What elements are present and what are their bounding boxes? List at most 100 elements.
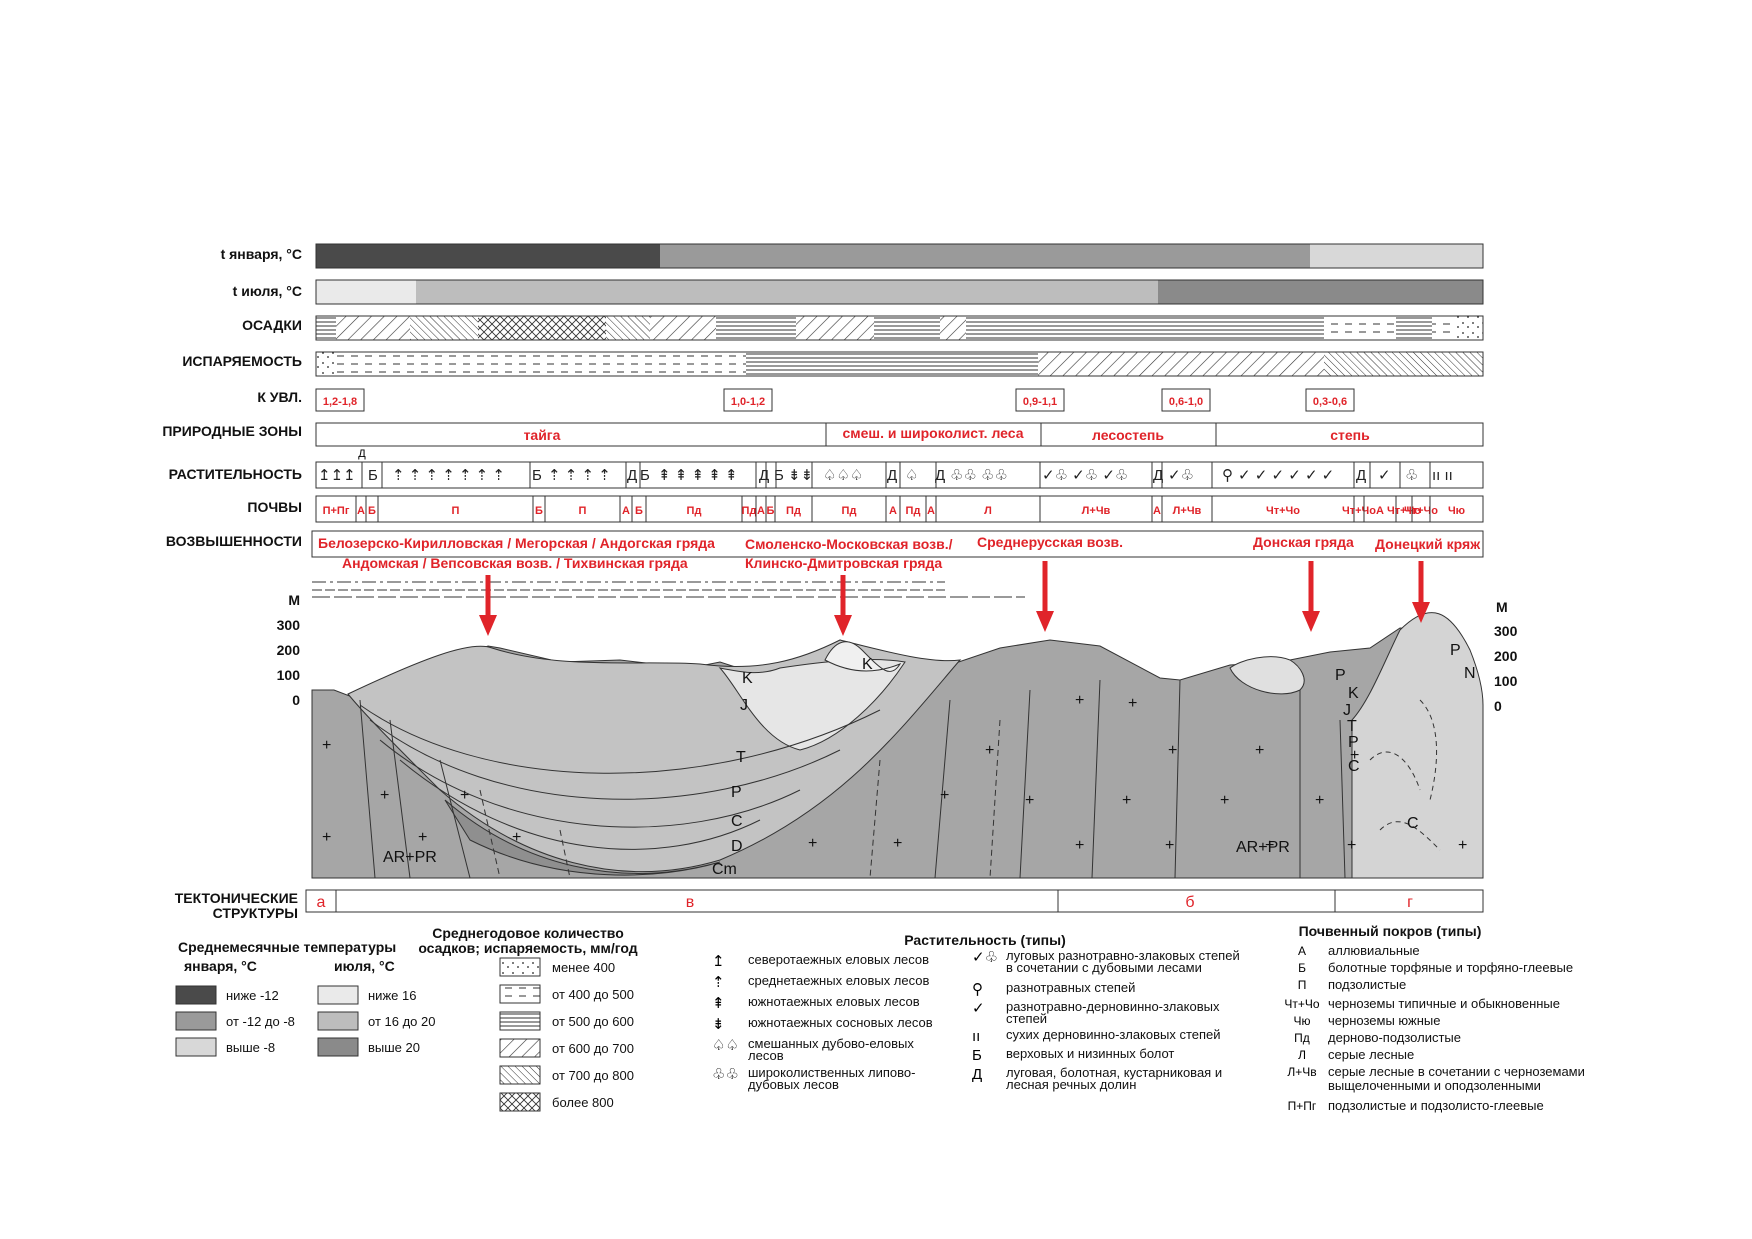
veg-glyph: ↥↥↥ (318, 467, 356, 484)
geology-label: T (736, 749, 746, 766)
plus-mark: + (808, 835, 817, 852)
veg-glyph: ⇡ ⇡ ⇡ ⇡ (548, 467, 611, 484)
legend-jan-swatch (175, 1037, 217, 1057)
k-value-4: 0,6-1,0 (1169, 396, 1203, 408)
legend-veg-icon: Б (972, 1047, 982, 1064)
axis-tick-right-100: 100 (1494, 673, 1518, 689)
soil-label: П (579, 505, 587, 517)
jan-frame (315, 243, 1484, 269)
legend-veg-icon: ⇟ (712, 1016, 725, 1033)
legend-soil-label: выщелоченными и оподзоленными (1328, 1078, 1541, 1093)
basin-core-jurassic (718, 659, 906, 751)
k-value-2: 1,0-1,2 (731, 396, 765, 408)
plus-mark: + (1122, 792, 1131, 809)
legend-jul-label: ниже 16 (368, 988, 416, 1003)
legend-temp-title: Среднемесячные температуры (178, 939, 396, 955)
soil-label: Б (767, 505, 775, 517)
soil-label: Пд (842, 505, 857, 517)
geology-label: K (1348, 685, 1359, 702)
geology-label: N (1464, 665, 1476, 682)
legend-jul-label: от 16 до 20 (368, 1014, 435, 1029)
arrow-2 (834, 575, 852, 636)
plus-mark: + (1347, 837, 1356, 854)
geology-label: C (1407, 815, 1419, 832)
veg-glyph: ♧ (1405, 467, 1418, 484)
legend-veg-icon: ✓ (972, 1000, 985, 1017)
soil-label: А (757, 505, 765, 517)
legend-soil-label: серые лесные (1328, 1047, 1414, 1062)
legend-veg-icon: ⚲ (972, 981, 983, 998)
tectonic-row: а в б г (305, 889, 1484, 913)
legend-soil-code: А (1298, 944, 1306, 958)
soil-label: Пд (742, 505, 757, 517)
soil-label: А (927, 505, 935, 517)
upland-4: Донская гряда (1253, 534, 1354, 550)
cretaceous-cap (824, 641, 902, 672)
legend-veg-label: среднетаежных еловых лесов (748, 973, 930, 988)
veg-glyph: ✓♧ (1168, 467, 1194, 484)
legend-soil-code: П+Пг (1288, 1099, 1317, 1113)
axis-tick-left-100: 100 (277, 667, 301, 683)
legend-precip-label: от 500 до 600 (552, 1014, 634, 1029)
upland-5: Донецкий кряж (1375, 536, 1481, 552)
k-box-1 (315, 388, 365, 412)
veg-glyph: Д (935, 467, 945, 484)
legend-temp-jan-title: января, °С (184, 958, 257, 974)
plus-mark: + (1168, 742, 1177, 759)
geology-label: K (742, 670, 753, 687)
row-label-jul-temp: t июля, °С (233, 283, 302, 299)
axis-unit-right: М (1496, 599, 1508, 615)
zone-steppe: степь (1330, 427, 1370, 443)
plus-mark: + (322, 737, 331, 754)
upland-1b: Андомская / Вепсовская возв. / Тихвинска… (342, 555, 688, 571)
legend-veg-icon: ıı (972, 1028, 980, 1045)
veg-glyph: Д (1356, 467, 1366, 484)
legend-precip: Среднегодовое количество осадков; испаря… (418, 925, 638, 1112)
geology-label: J (1343, 702, 1351, 719)
jan-temp-bar (315, 243, 1484, 269)
soil-label: А (889, 505, 897, 517)
legend-veg-icon: ⇞ (712, 995, 725, 1012)
veg-glyph: Д (887, 467, 897, 484)
uplands-row: Белозерско-Кирилловская / Мегорская / Ан… (311, 530, 1484, 598)
row-label-soils: ПОЧВЫ (247, 499, 302, 515)
veg-glyph: Д (627, 467, 637, 484)
plus-mark: + (1025, 792, 1034, 809)
axis-tick-left-200: 200 (277, 642, 301, 658)
veg-glyph: ıı ıı (1432, 467, 1453, 484)
plus-mark: + (1128, 695, 1137, 712)
legend-soil-label: дерново-подзолистые (1328, 1030, 1461, 1045)
legend-vegetation: Растительность (типы) ↥северотаежных ело… (712, 932, 1240, 1092)
legend-jan-swatch (175, 1011, 217, 1031)
upland-2b: Клинско-Дмитровская гряда (745, 555, 942, 571)
soil-label: А (357, 505, 365, 517)
legend-veg-label: смешанных дубово-еловых (748, 1036, 914, 1051)
soil-label: Пд (786, 505, 801, 517)
legend-precip-swatch (499, 1038, 541, 1058)
geology-label: P (731, 784, 742, 801)
legend-veg-label: разнотравных степей (1006, 980, 1135, 995)
soil-label: Пд (906, 505, 921, 517)
soil-label: А (1153, 505, 1161, 517)
upland-2a: Смоленско-Московская возв./ (745, 536, 953, 552)
plus-mark: + (940, 787, 949, 804)
legend-veg-label: луговая, болотная, кустарниковая и (1006, 1065, 1222, 1080)
precip-bar (315, 315, 1484, 341)
veg-glyph: Д (759, 467, 769, 484)
row-label-precip: ОСАДКИ (242, 317, 302, 333)
legend-precip-label: более 800 (552, 1095, 614, 1110)
soil-label: Л+Чв (1082, 505, 1111, 517)
tectonic-v: в (686, 894, 695, 911)
plus-mark: + (1255, 742, 1264, 759)
veg-glyph: Б (532, 467, 542, 484)
legend-precip-swatch (499, 1065, 541, 1085)
legend-jan-label: выше -8 (226, 1040, 275, 1055)
jan-segment-2 (660, 244, 1310, 268)
geology-label: P (1450, 642, 1461, 659)
legend-veg-icon: ⇡ (712, 974, 725, 991)
jul-frame (315, 279, 1484, 305)
legend-jul-swatch (317, 1037, 359, 1057)
veg-glyph: Д (1153, 467, 1163, 484)
